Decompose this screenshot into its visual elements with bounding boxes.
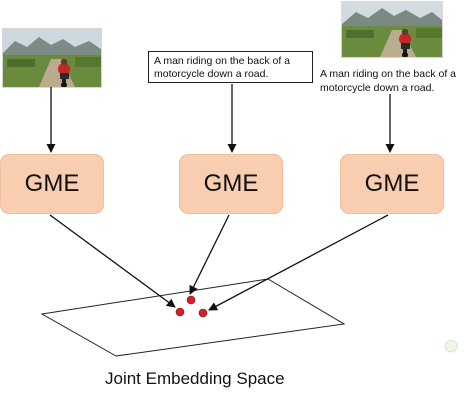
gme-label: GME bbox=[203, 170, 259, 197]
caption-line-2: motorcycle down a road. bbox=[154, 68, 269, 80]
gme-encoder-middle: GME bbox=[179, 154, 283, 214]
joint-embedding-space-label: Joint Embedding Space bbox=[105, 369, 285, 388]
caption-line-2: motorcycle down a road. bbox=[320, 82, 435, 94]
embedding-point-text bbox=[186, 295, 196, 305]
gme-label: GME bbox=[24, 170, 80, 197]
motorcycle-photo-right bbox=[341, 1, 443, 58]
gme-label: GME bbox=[364, 170, 420, 197]
caption-line-1: A man riding on the back of a bbox=[320, 68, 457, 80]
joint-embedding-plane bbox=[40, 278, 346, 357]
embedding-point-image-text bbox=[198, 308, 208, 318]
caption-line-1: A man riding on the back of a bbox=[154, 55, 291, 67]
faint-circle-mark bbox=[444, 339, 458, 353]
caption-under-photo: A man riding on the back of a motorcycle… bbox=[320, 67, 476, 95]
motorcycle-photo-left bbox=[2, 28, 102, 88]
motorcycle-photo-image bbox=[342, 2, 442, 57]
arrow-gme-right-to-space bbox=[208, 214, 389, 311]
gme-encoder-left: GME bbox=[0, 154, 104, 214]
caption-text-box: A man riding on the back of a motorcycle… bbox=[148, 51, 313, 83]
embedding-point-image bbox=[175, 307, 185, 317]
arrow-gme-middle-to-space bbox=[189, 214, 230, 295]
gme-encoder-right: GME bbox=[340, 154, 444, 214]
arrow-gme-left-to-space bbox=[49, 214, 176, 308]
motorcycle-photo-image bbox=[3, 29, 101, 87]
